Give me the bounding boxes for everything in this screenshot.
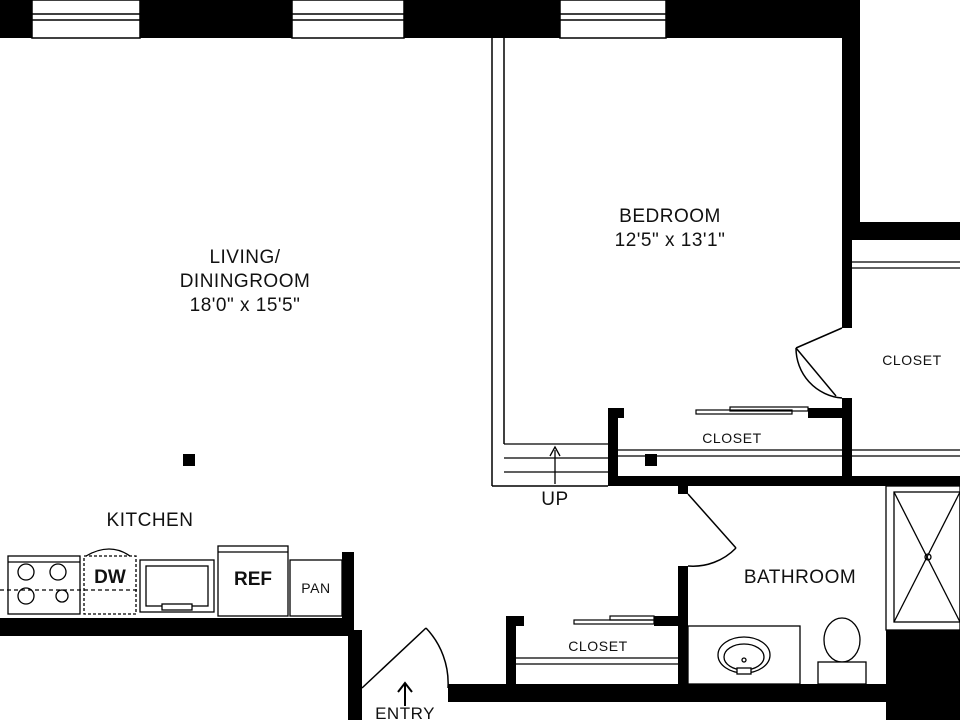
pantry-label: PAN [301,580,331,596]
dishwasher-label: DW [94,567,126,588]
living-room-name-line2: DININGROOM [179,270,311,292]
living-room-size: 18'0" x 15'5" [189,294,301,316]
shower [885,485,960,631]
swing-doors [361,327,843,689]
entry-arrow [397,681,413,706]
entry-label: ENTRY [375,704,435,723]
stairs [504,443,608,484]
kitchen-appliances [0,545,343,617]
windows [31,0,667,39]
interior-walls [183,398,960,696]
kitchen-label: KITCHEN [106,510,194,531]
top-wall [0,0,860,38]
bedroom-partition [491,38,608,487]
living-room-name-line1: LIVING/ [209,247,281,268]
stairs-up-label: UP [541,489,569,510]
bedroom-name: BEDROOM [619,206,721,227]
refrigerator-label: REF [234,569,272,590]
closet-hall-label: CLOSET [568,638,628,654]
closet-doors [516,261,960,665]
bathroom-label: BATHROOM [743,567,857,588]
living-room-label: LIVING/ DININGROOM 18'0" x 15'5" [160,246,330,317]
bathroom-fixtures [687,617,867,685]
bedroom-size: 12'5" x 13'1" [614,229,726,251]
closet-bedroom-label: CLOSET [702,430,762,446]
bedroom-label: BEDROOM 12'5" x 13'1" [580,205,760,253]
closet-right-label: CLOSET [882,352,942,368]
